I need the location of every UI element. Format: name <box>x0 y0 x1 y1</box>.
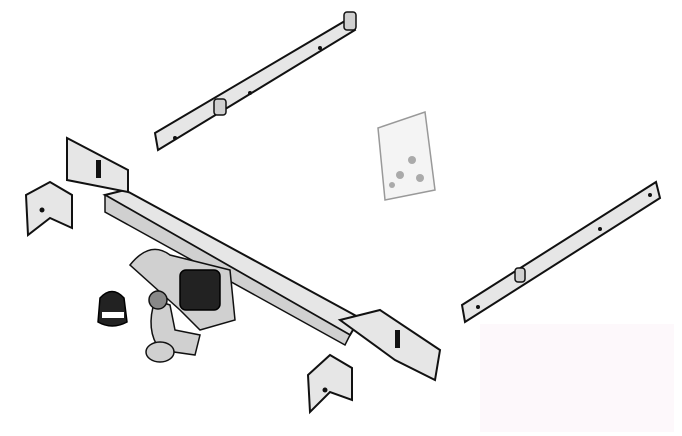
lower-mounting-strip <box>460 180 662 324</box>
socket-cover <box>97 290 128 327</box>
upper-mounting-strip <box>153 11 357 152</box>
left-bracket <box>24 180 73 237</box>
background-patch <box>480 324 674 432</box>
towball-mechanism <box>128 248 236 363</box>
bottom-bracket <box>306 353 353 415</box>
bolt-bag <box>377 110 436 201</box>
